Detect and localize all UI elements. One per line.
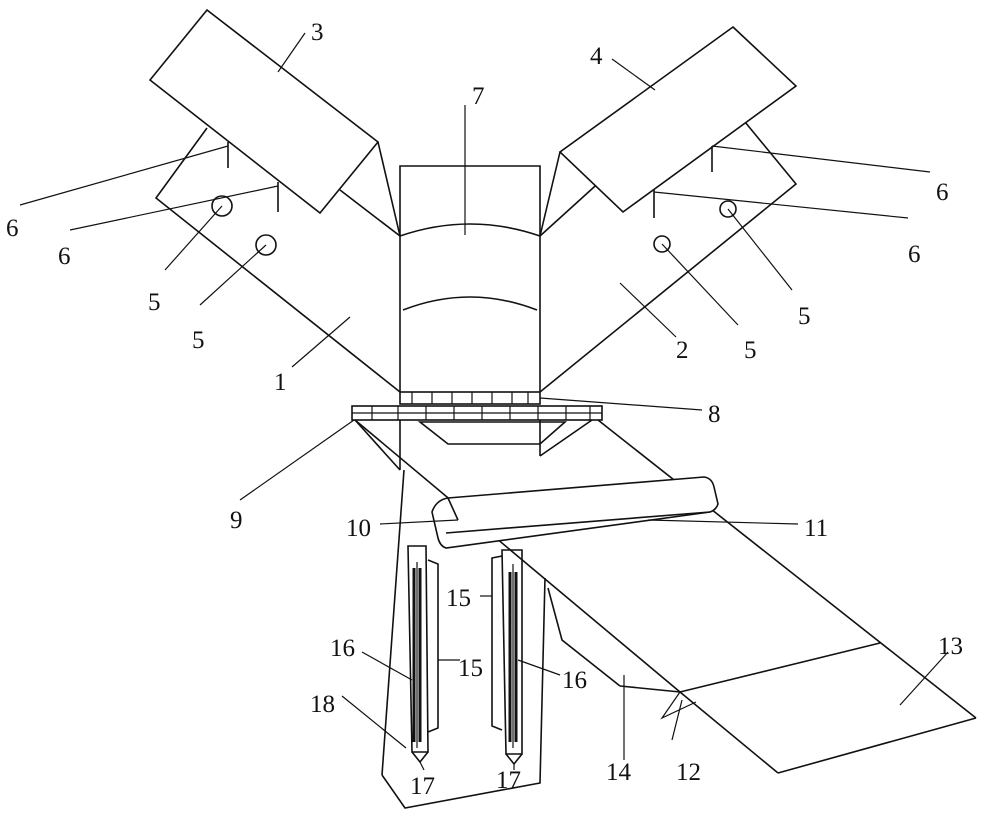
label-8: 8 — [708, 401, 721, 428]
label-11: 11 — [804, 515, 828, 542]
label-6-c: 6 — [936, 179, 949, 206]
left-hopper — [148, 8, 401, 237]
guide-tray — [431, 476, 719, 549]
label-10: 10 — [346, 515, 371, 542]
flange — [399, 391, 541, 405]
label-6-a: 6 — [6, 215, 19, 242]
label-15-a: 15 — [446, 585, 471, 612]
right-hopper — [539, 25, 798, 237]
label-5-c: 5 — [798, 303, 811, 330]
label-16-a: 16 — [330, 635, 355, 662]
label-17-a: 17 — [410, 773, 435, 800]
label-5-b: 5 — [192, 327, 205, 354]
label-5-d: 5 — [744, 337, 757, 364]
label-6-b: 6 — [58, 243, 71, 270]
label-18: 18 — [310, 691, 335, 718]
mounting-posts — [227, 142, 713, 218]
reference-numerals: 3 4 7 6 6 6 6 5 5 5 5 1 2 8 9 10 11 13 1… — [6, 19, 963, 800]
label-13: 13 — [938, 633, 963, 660]
label-1: 1 — [274, 369, 287, 396]
right-filter-assembly — [491, 549, 523, 766]
label-14: 14 — [606, 759, 632, 786]
bolt-holes — [211, 195, 737, 256]
label-2: 2 — [676, 337, 689, 364]
label-3: 3 — [311, 19, 324, 46]
label-15-b: 15 — [458, 655, 483, 682]
base-plate — [351, 405, 603, 471]
label-17-b: 17 — [496, 767, 521, 794]
chute — [354, 419, 977, 774]
label-7: 7 — [472, 83, 485, 110]
label-16-b: 16 — [562, 667, 587, 694]
left-filter-assembly — [407, 545, 439, 764]
label-12: 12 — [676, 759, 701, 786]
left-arm-support — [154, 127, 401, 393]
label-6-d: 6 — [908, 241, 921, 268]
label-9: 9 — [230, 507, 243, 534]
lower-body — [381, 420, 546, 809]
right-arm-support — [539, 121, 798, 393]
label-4: 4 — [590, 43, 603, 70]
label-5-a: 5 — [148, 289, 161, 316]
central-column — [399, 165, 541, 392]
leader-lines — [19, 32, 949, 771]
